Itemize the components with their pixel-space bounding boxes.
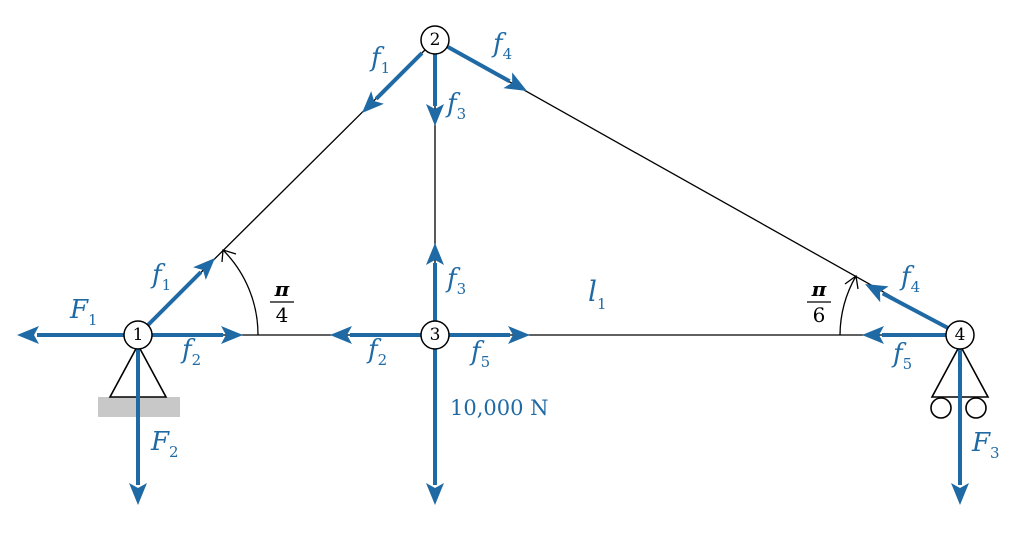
node-4-label: 4	[955, 325, 966, 345]
arrow-f1-upper	[362, 51, 424, 113]
arrow-f4-upper-shaft	[447, 45, 511, 84]
node-3: 3	[420, 320, 450, 350]
roller-wheel-left	[930, 397, 952, 419]
node-1-label: 1	[133, 325, 144, 345]
angle-right-denominator: 6	[813, 303, 826, 327]
angle-left-numerator: π	[274, 277, 290, 301]
angle-arc-left-tip	[221, 249, 237, 263]
label-f4-upper: f4	[491, 29, 512, 63]
label-f5-left: f5	[469, 337, 490, 371]
arrow-f4-node4	[865, 284, 949, 330]
angle-arc-right	[839, 275, 857, 336]
arrow-f1-lower-shaft	[146, 270, 203, 327]
arrow-f3-lower-head	[426, 243, 444, 265]
angle-arc-left	[222, 249, 259, 336]
angle-arcs	[221, 249, 859, 336]
arrow-f5-node4-head	[862, 326, 884, 344]
node-2: 2	[420, 25, 450, 55]
arrow-f3-upper-head	[426, 104, 444, 126]
force-arrows	[17, 45, 969, 505]
angle-label-left: π 4	[270, 277, 294, 327]
label-f4-lower: f4	[899, 262, 920, 296]
label-f1-upper: f1	[369, 43, 390, 77]
label-load: 10,000 N	[450, 396, 549, 420]
arrow-f5-node4	[862, 326, 946, 344]
node-2-label: 2	[430, 30, 441, 50]
arrow-f1-upper-shaft	[374, 51, 424, 101]
node-3-label: 3	[430, 325, 441, 345]
label-f5-right: f5	[891, 339, 912, 373]
arrow-F2-head	[129, 483, 147, 505]
arrow-f4-upper-head	[503, 72, 527, 91]
angle-arc-right-tip	[844, 274, 859, 290]
arrow-f2-node1-head	[221, 326, 243, 344]
arrow-f1-lower-head	[193, 258, 215, 280]
force-labels: f1 f4 f3 f1 f3 f2 f2 f5 f5 f4 F1 F2 F3 l…	[69, 29, 1000, 462]
arrow-f3-lower	[426, 243, 444, 321]
arrow-f4-node4-shaft	[881, 291, 949, 330]
arrow-f3-upper	[426, 54, 444, 126]
node-4: 4	[945, 320, 975, 350]
arrow-f4-node4-head	[865, 284, 889, 303]
arrow-F2	[129, 349, 147, 505]
arrow-f5-node3	[449, 326, 530, 344]
label-f3-lower: f3	[445, 264, 466, 298]
label-f2-left: f2	[180, 335, 201, 369]
arrow-F3-head	[951, 483, 969, 505]
node-1: 1	[123, 320, 153, 350]
angle-left-denominator: 4	[276, 303, 289, 327]
label-f1-lower: f1	[150, 260, 171, 294]
arrow-load-head	[426, 483, 444, 505]
arrow-f1-lower	[146, 258, 215, 327]
label-F2: F2	[150, 427, 179, 461]
label-f3-upper: f3	[445, 89, 466, 123]
arrow-f1-upper-head	[362, 91, 384, 113]
arrow-F3	[951, 349, 969, 505]
arrow-F1	[17, 326, 124, 344]
label-f2-right: f2	[366, 335, 387, 369]
arrow-f2-node3-head	[330, 326, 352, 344]
arrow-load	[426, 349, 444, 505]
label-length-l1: l1	[588, 275, 607, 313]
arrow-f2-node1	[152, 326, 243, 344]
angle-label-right: π 6	[807, 277, 831, 327]
arrow-f2-node3	[330, 326, 421, 344]
label-F3: F3	[971, 428, 1000, 462]
truss-members	[137, 39, 961, 336]
label-F1: F1	[69, 295, 98, 329]
roller-wheel-right	[965, 397, 987, 419]
angle-right-numerator: π	[811, 277, 827, 301]
arrow-f5-node3-head	[508, 326, 530, 344]
arrow-f4-upper	[447, 45, 527, 91]
arrow-F1-head	[17, 326, 39, 344]
